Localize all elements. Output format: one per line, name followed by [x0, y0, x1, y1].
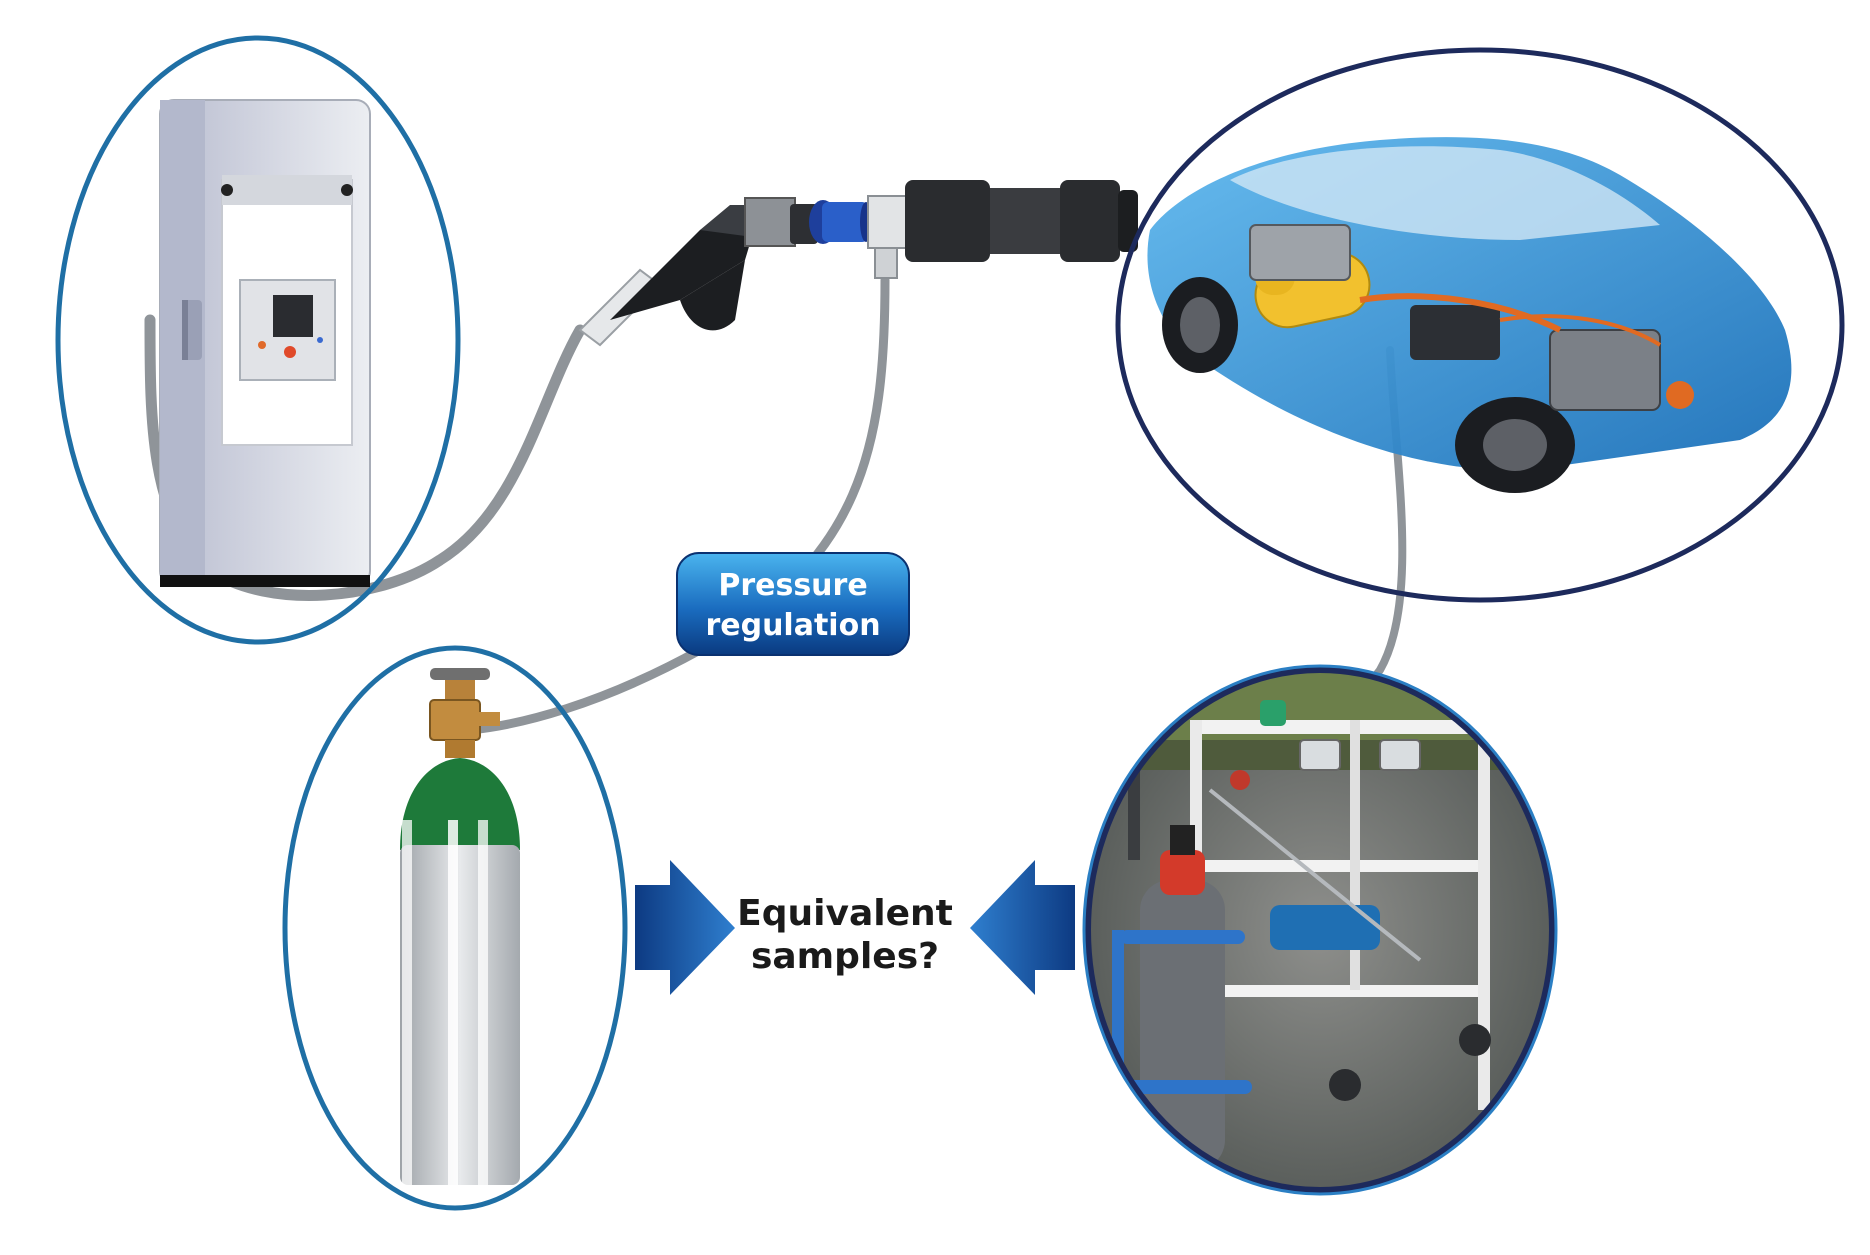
fuel-nozzle-icon: [578, 180, 1138, 347]
equivalent-samples-line2: samples?: [751, 936, 939, 977]
cylinder-ellipse: [282, 645, 628, 1211]
equivalent-samples-question: Equivalent samples?: [737, 893, 953, 977]
sampling-cart-panel: [1082, 664, 1558, 1196]
pressure-regulation-badge: Pressure regulation: [676, 552, 910, 656]
cylinder-panel: [282, 645, 628, 1211]
car-panel: [1115, 47, 1845, 603]
pressure-regulation-line2: regulation: [705, 608, 880, 643]
regulator-hose: [465, 275, 890, 735]
fuel-cell-car-icon: [1147, 137, 1792, 493]
sampling-cart-ellipse: [1085, 667, 1555, 1193]
pressure-regulation-line1: Pressure: [718, 568, 867, 603]
left-arrow-icon: [970, 860, 1075, 995]
right-arrow-icon: [635, 860, 735, 995]
car-ellipse: [1115, 47, 1845, 603]
sampling-cart-icon: [1088, 670, 1552, 1190]
dispenser-hose: [144, 314, 586, 601]
dispenser-ellipse: [55, 35, 461, 645]
equivalent-samples-line1: Equivalent: [737, 893, 953, 934]
hydrogen-dispenser-icon: [159, 99, 371, 587]
gas-cylinder-icon: [400, 668, 520, 1185]
dispenser-panel: [55, 35, 461, 645]
